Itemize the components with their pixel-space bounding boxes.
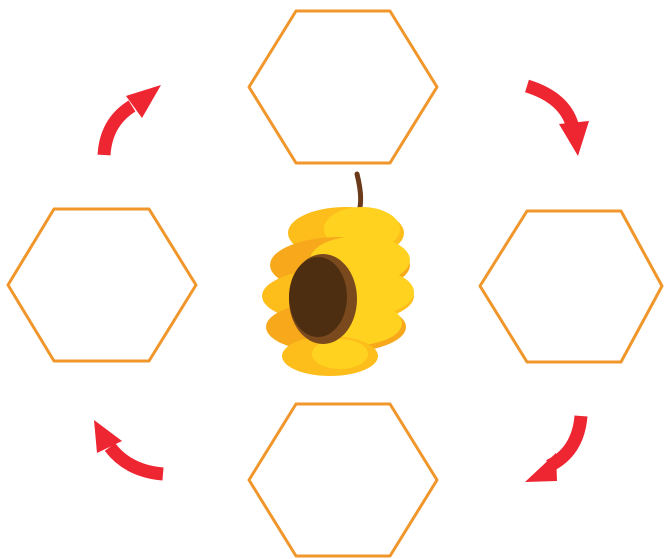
- hexagon-node-right: [480, 211, 662, 362]
- arrow-top-to-right: [527, 86, 589, 156]
- beehive-icon: [262, 174, 414, 376]
- arrow-right-to-bottom: [525, 416, 581, 482]
- hexagon-node-bottom: [249, 404, 437, 556]
- hexagon-node-top: [249, 11, 437, 163]
- hexagon-node-left: [8, 209, 196, 361]
- arrow-left-to-top: [104, 85, 161, 155]
- arrow-bottom-to-left: [94, 420, 163, 474]
